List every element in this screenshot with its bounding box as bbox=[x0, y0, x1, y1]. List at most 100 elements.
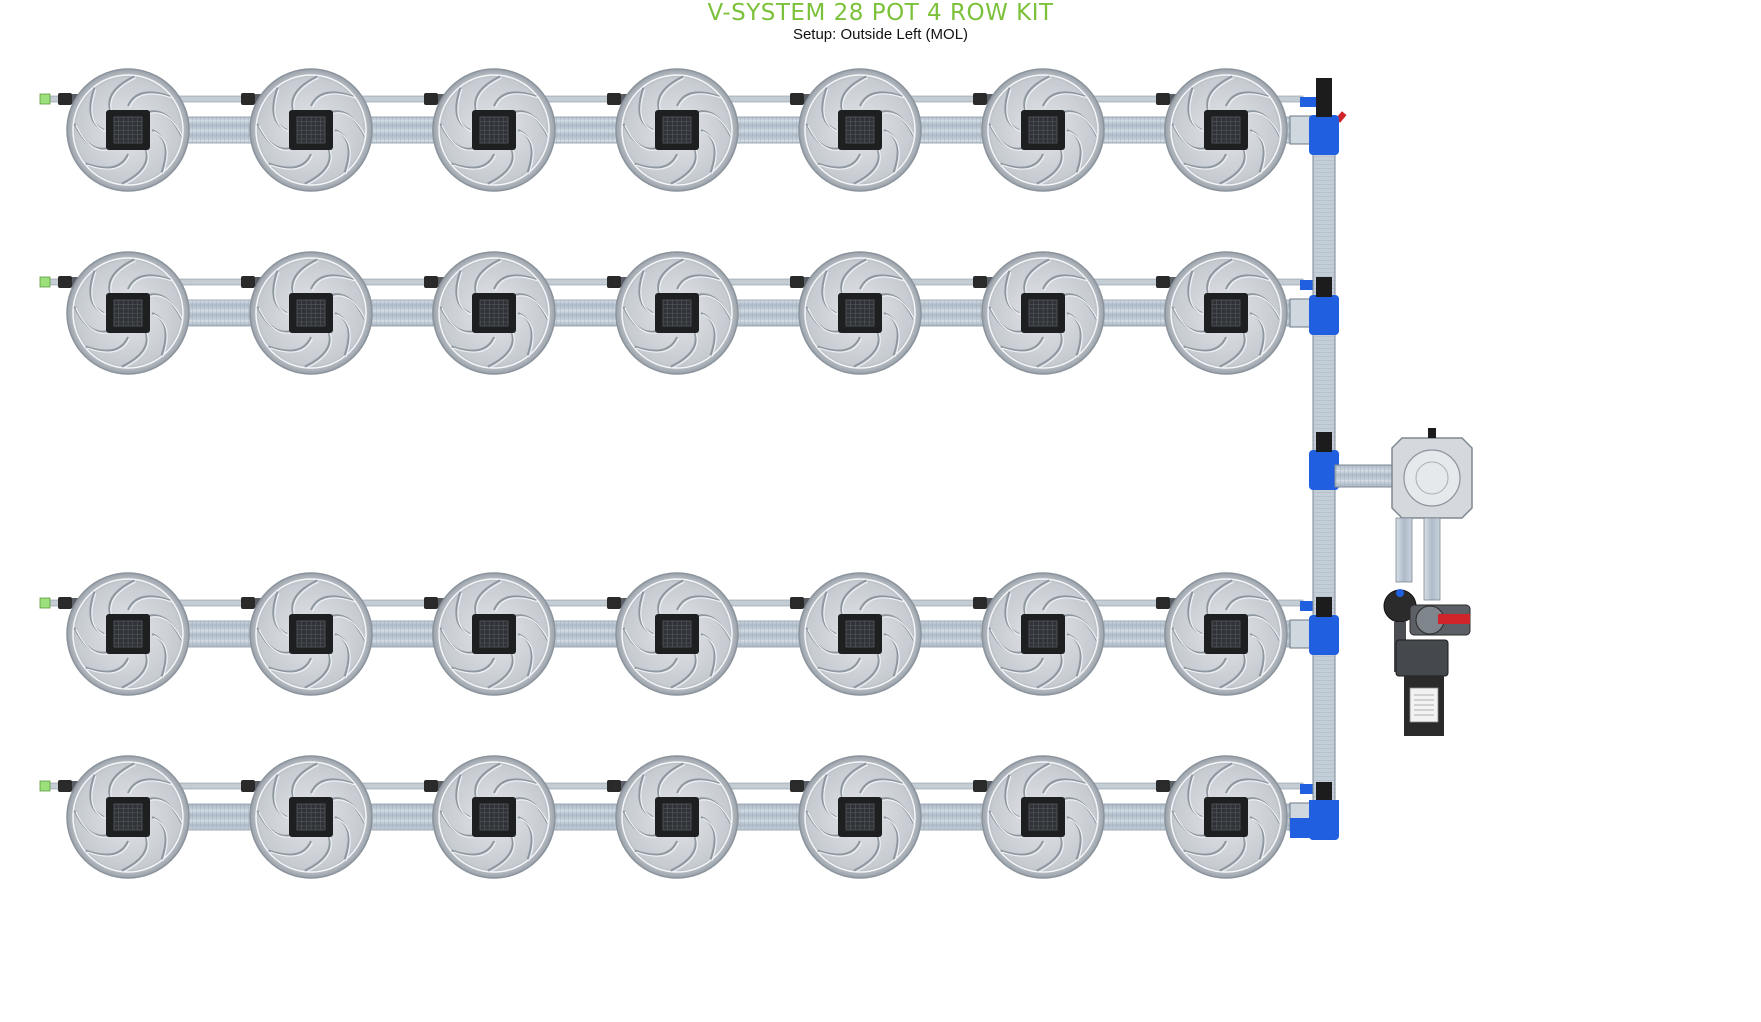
pot-vane bbox=[493, 595, 537, 611]
pot-vane bbox=[493, 778, 537, 794]
pot-vane bbox=[840, 579, 867, 618]
pot-vane bbox=[657, 579, 684, 618]
pot-vane bbox=[840, 762, 867, 801]
pot-vane bbox=[670, 329, 697, 368]
pot-vane bbox=[634, 153, 678, 169]
end-cap bbox=[39, 276, 51, 288]
pot-vane bbox=[451, 840, 495, 856]
pot-vane bbox=[840, 75, 867, 114]
pot-vane bbox=[1225, 595, 1269, 611]
pot-vane bbox=[108, 258, 135, 297]
feed-connector bbox=[607, 597, 621, 609]
pot bbox=[615, 251, 739, 375]
pot-row bbox=[39, 572, 1321, 696]
pot-vane bbox=[127, 274, 171, 290]
pot-vane bbox=[268, 336, 312, 352]
reservoir-link-pipe bbox=[1334, 464, 1394, 488]
pot-vane bbox=[1000, 840, 1044, 856]
pot-vane bbox=[304, 146, 331, 185]
pot-vane bbox=[859, 778, 903, 794]
pot-vane bbox=[451, 153, 495, 169]
pot bbox=[249, 755, 373, 879]
pot-vane bbox=[1225, 778, 1269, 794]
pot-vane bbox=[108, 579, 135, 618]
pot bbox=[615, 572, 739, 696]
pot-vane bbox=[268, 657, 312, 673]
pot-vane bbox=[493, 91, 537, 107]
feed-connector bbox=[58, 597, 72, 609]
feed-connector bbox=[790, 93, 804, 105]
feed-connector bbox=[241, 597, 255, 609]
pot-vane bbox=[493, 274, 537, 290]
pot-vane bbox=[310, 274, 354, 290]
pot-vane bbox=[859, 274, 903, 290]
pump-pipe-right bbox=[1423, 517, 1441, 601]
black-coupling bbox=[1316, 597, 1332, 617]
pot-vane bbox=[1183, 153, 1227, 169]
page-subtitle: Setup: Outside Left (MOL) bbox=[792, 26, 969, 43]
pot-vane bbox=[676, 778, 720, 794]
pot bbox=[981, 251, 1105, 375]
blue-fitting bbox=[1309, 295, 1339, 335]
feed-connector bbox=[241, 780, 255, 792]
pot-vane bbox=[85, 336, 129, 352]
pot-vane bbox=[1225, 91, 1269, 107]
pot-vane bbox=[853, 650, 880, 689]
pot-vane bbox=[1225, 274, 1269, 290]
pot-vane bbox=[474, 762, 501, 801]
blue-fitting bbox=[1309, 115, 1339, 155]
pot-vane bbox=[817, 657, 861, 673]
pot-vane bbox=[304, 329, 331, 368]
pot-vane bbox=[1023, 258, 1050, 297]
pot bbox=[798, 68, 922, 192]
pot-vane bbox=[291, 579, 318, 618]
pot-vane bbox=[121, 146, 148, 185]
pot-vane bbox=[670, 833, 697, 872]
pot-vane bbox=[451, 657, 495, 673]
pot-vane bbox=[853, 329, 880, 368]
pot-row bbox=[39, 251, 1321, 375]
pot bbox=[249, 572, 373, 696]
end-cap bbox=[39, 780, 51, 792]
pot-vane bbox=[676, 595, 720, 611]
feed-connector bbox=[973, 780, 987, 792]
pot-vane bbox=[1206, 75, 1233, 114]
pot bbox=[66, 251, 190, 375]
pot-vane bbox=[268, 153, 312, 169]
pot-vane bbox=[657, 762, 684, 801]
tank-vent bbox=[1428, 428, 1436, 438]
feed-connector bbox=[241, 93, 255, 105]
pot-vane bbox=[1183, 657, 1227, 673]
pot-vane bbox=[1036, 833, 1063, 872]
pot-vane bbox=[127, 91, 171, 107]
pot-vane bbox=[676, 274, 720, 290]
feed-connector bbox=[973, 597, 987, 609]
pump-motor bbox=[1395, 639, 1449, 677]
pot-vane bbox=[85, 657, 129, 673]
feed-connector bbox=[790, 276, 804, 288]
pot bbox=[432, 755, 556, 879]
pot-vane bbox=[121, 650, 148, 689]
pot bbox=[66, 755, 190, 879]
pot-vane bbox=[1036, 650, 1063, 689]
pot-vane bbox=[487, 833, 514, 872]
pot bbox=[432, 68, 556, 192]
feed-connector bbox=[607, 93, 621, 105]
feed-connector bbox=[607, 780, 621, 792]
pot-vane bbox=[634, 840, 678, 856]
pot-vane bbox=[1000, 657, 1044, 673]
pot-row bbox=[39, 68, 1321, 192]
pot-vane bbox=[451, 336, 495, 352]
black-coupling bbox=[1316, 277, 1332, 297]
feed-connector bbox=[1156, 597, 1170, 609]
pot bbox=[615, 68, 739, 192]
feed-connector bbox=[424, 780, 438, 792]
pot-vane bbox=[817, 336, 861, 352]
feed-connector bbox=[241, 276, 255, 288]
pot bbox=[1164, 251, 1288, 375]
pot-vane bbox=[121, 329, 148, 368]
pot bbox=[432, 572, 556, 696]
black-coupling bbox=[1316, 782, 1332, 802]
pot-vane bbox=[1206, 258, 1233, 297]
pump-pipe-left bbox=[1395, 517, 1413, 583]
